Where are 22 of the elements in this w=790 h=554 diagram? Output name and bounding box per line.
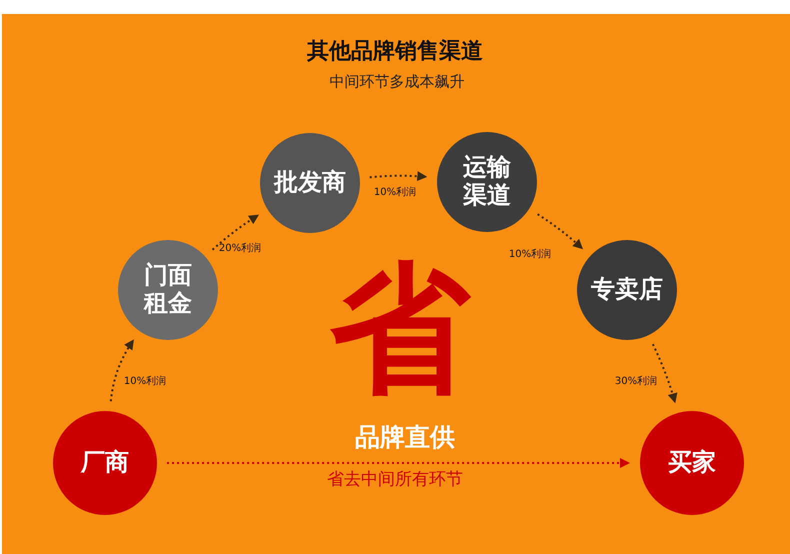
edge-label: 10%利润 [508, 248, 552, 261]
arrow [212, 214, 260, 250]
arrow [370, 171, 428, 182]
node-label: 门面租金 [142, 262, 193, 318]
subtitle: 中间环节多成本飙升 [330, 74, 464, 90]
title: 其他品牌销售渠道 [306, 38, 484, 66]
arrow [110, 339, 134, 402]
edge-label: 30%利润 [614, 374, 658, 388]
edge-label: 20%利润 [218, 242, 262, 255]
node-label: 专卖店 [590, 276, 664, 304]
slogan-text: 品牌直供 [355, 424, 455, 450]
slogan-text: 省去中间所有环节 [327, 472, 463, 488]
edge-label: 10%利润 [124, 374, 166, 388]
node-label: 运输渠道 [462, 154, 512, 210]
node-label: 厂商 [80, 449, 130, 477]
arrow [652, 344, 678, 404]
arrow [537, 213, 583, 250]
big-character: 省 [330, 260, 470, 400]
node-label: 批发商 [272, 169, 347, 197]
node-label: 买家 [667, 449, 717, 477]
arrow [167, 458, 630, 468]
edge-label: 10%利润 [374, 186, 416, 199]
